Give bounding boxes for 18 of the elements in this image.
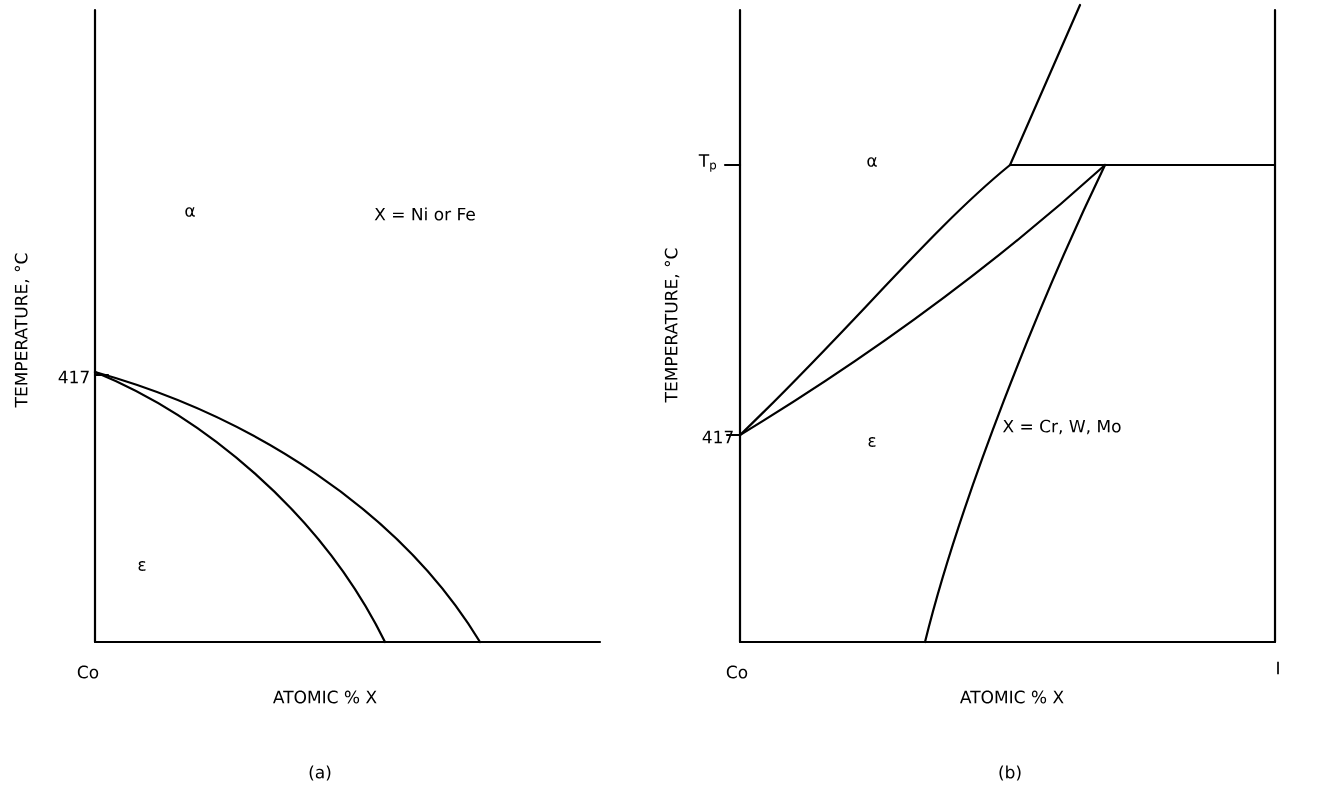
phase-label: α <box>185 207 195 217</box>
composition-note: X = Ni or Fe <box>374 207 475 221</box>
axis-end-label: I <box>1277 661 1279 675</box>
axis-label: TEMPERATURE, °C <box>14 253 30 408</box>
tick-label: 417 <box>702 430 733 444</box>
axis-end-label: Co <box>77 665 99 679</box>
axis-end-label: Co <box>726 665 748 679</box>
phase-label: ε <box>868 437 876 447</box>
tick-label: 417 <box>58 370 89 384</box>
axis-label: ATOMIC % X <box>960 690 1064 704</box>
composition-note: X = Cr, W, Mo <box>1003 419 1121 435</box>
panel-label: (a) <box>309 765 331 781</box>
phase-label: α <box>867 157 877 167</box>
axis-label: TEMPERATURE, °C <box>664 248 680 403</box>
tick-label: T$_{p}$ <box>698 154 717 172</box>
axis-label: ATOMIC % X <box>273 690 377 704</box>
phase-label: ε <box>138 561 146 571</box>
panel-label: (b) <box>999 765 1021 781</box>
